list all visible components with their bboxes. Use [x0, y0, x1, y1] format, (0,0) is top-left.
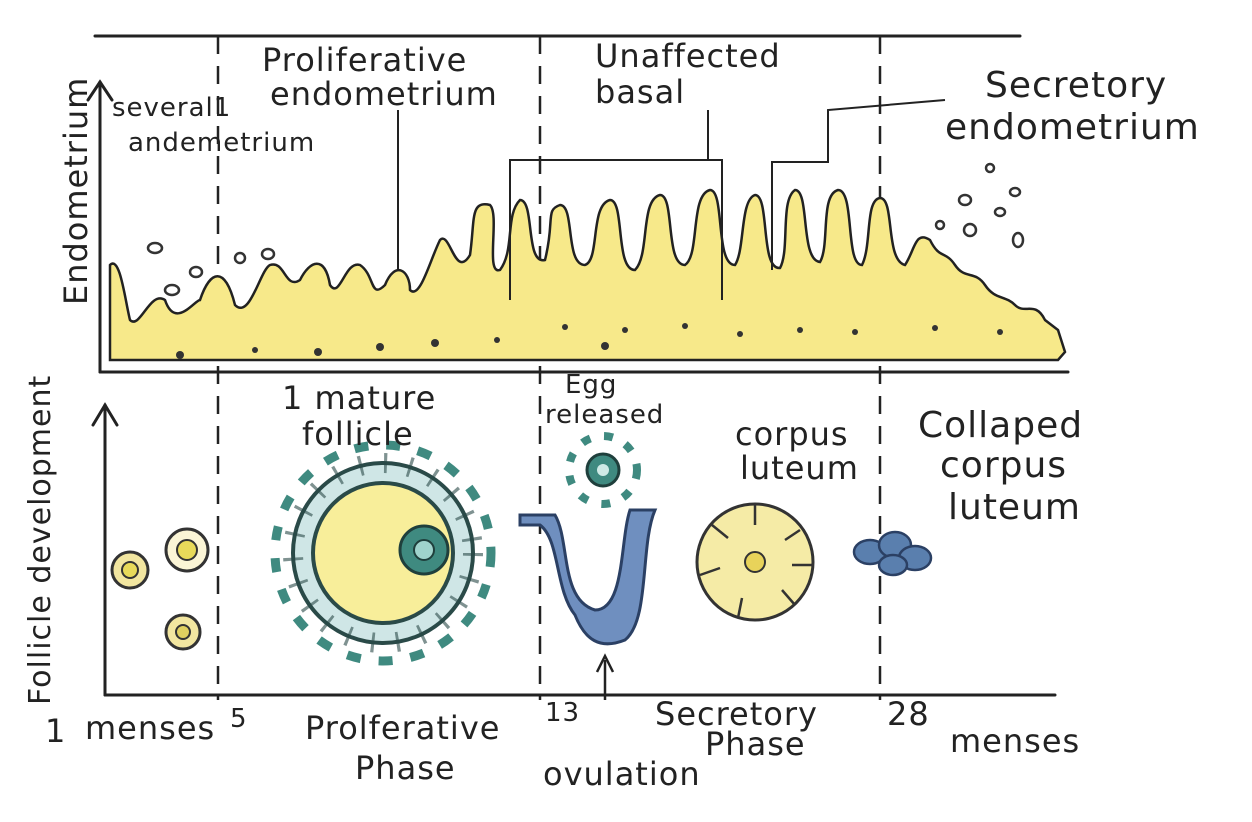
ovulation-label: ovulation — [543, 755, 701, 793]
unaffected-basal-label-1: Unaffected — [595, 37, 781, 75]
collapsed-corpus-luteum — [852, 530, 933, 577]
day-28-label: 28 — [887, 695, 930, 733]
primordial-follicles — [110, 527, 210, 651]
proliferative-endometrium-label-2: endometrium — [270, 75, 498, 113]
several-label-2: andemetrium — [128, 128, 316, 158]
corpus-luteum — [695, 502, 815, 622]
collapsed-corpus-luteum-label-1: Collaped — [918, 405, 1084, 446]
collapsed-corpus-luteum-label-2: corpus — [940, 445, 1068, 486]
day-1-label: 1 — [45, 712, 67, 750]
shed-tissue-fragments — [146, 162, 1025, 297]
egg-released-label-1: Egg — [565, 370, 618, 400]
label-leader-lines — [397, 99, 946, 300]
endometrium-axis-label: Endometrium — [57, 76, 95, 305]
secretory-phase-label-1: Secretory — [655, 695, 818, 733]
egg-released-label-2: released — [545, 400, 665, 430]
endometrium-layer — [108, 188, 1067, 362]
endometrium-axis-arrow-icon — [86, 79, 114, 102]
day-5-label: 5 — [230, 704, 248, 734]
follicle-axis-arrow-icon — [91, 402, 119, 427]
mature-follicle — [270, 440, 496, 666]
secretory-phase-label-2: Phase — [705, 725, 806, 763]
secretory-endometrium-label-2: endometrium — [945, 107, 1200, 148]
mature-follicle-label-1: 1 mature — [282, 379, 437, 417]
menses-end-label: menses — [950, 722, 1081, 760]
menses-start-label: menses — [85, 709, 216, 747]
mature-follicle-label-2: follicle — [302, 415, 414, 453]
proliferative-endometrium-label-1: Proliferative — [262, 41, 468, 79]
collapsed-corpus-luteum-label-3: luteum — [948, 487, 1081, 528]
follicle-axis-label: Follicle development — [23, 374, 58, 705]
proliferative-phase-label-1: Prolferative — [305, 709, 501, 747]
released-egg — [565, 432, 641, 508]
corpus-luteum-label-2: luteum — [740, 449, 859, 487]
corpus-luteum-label-1: corpus — [735, 415, 849, 453]
day-13-label: 13 — [545, 698, 581, 728]
basal-layer-dots — [176, 323, 1003, 359]
unaffected-basal-label-2: basal — [595, 73, 686, 111]
ruptured-follicle — [518, 508, 658, 646]
day-dividers — [216, 36, 882, 700]
secretory-endometrium-label-1: Secretory — [985, 65, 1168, 106]
proliferative-phase-label-2: Phase — [355, 749, 456, 787]
ovulation-arrow-icon — [595, 653, 615, 673]
several-label-1: several1 — [112, 93, 232, 123]
